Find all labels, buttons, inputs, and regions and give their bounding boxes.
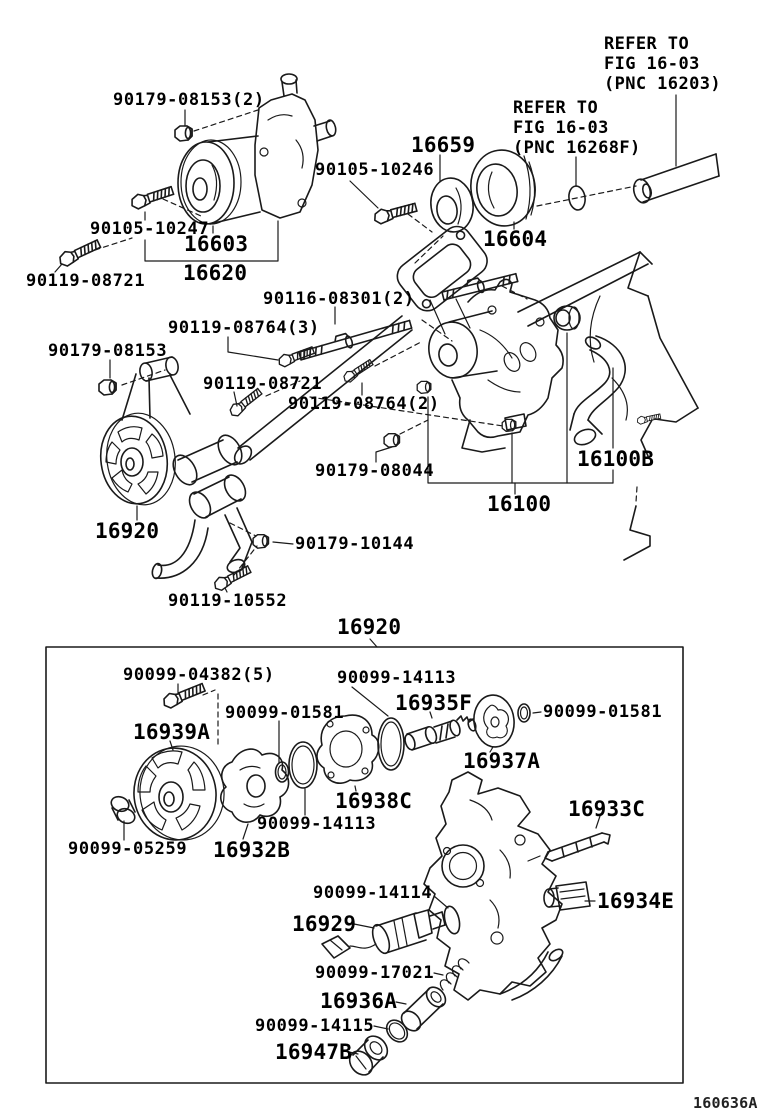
flange-neck xyxy=(429,299,446,335)
part-label-90099-14113-b: 90099-14113 xyxy=(257,814,377,834)
pump-plug xyxy=(553,305,581,331)
flange-neck-2 xyxy=(455,298,471,329)
bolt-90105-10247 xyxy=(128,183,176,212)
part-label-16936a: 16936A xyxy=(320,989,398,1013)
seal-plate-16659 xyxy=(430,177,474,233)
gasket-90099-14113-b xyxy=(288,741,318,789)
bracket-16934e xyxy=(543,881,591,911)
part-label-16937a: 16937A xyxy=(463,749,541,773)
part-label-16947b: 16947B xyxy=(275,1040,353,1064)
part-label-16100: 16100 xyxy=(487,492,552,516)
plug-16947b xyxy=(348,1035,389,1076)
part-label-90119-08764-2: 90119-08764(2) xyxy=(288,394,440,414)
refer-note-line: (PNC 16268F) xyxy=(513,138,641,158)
part-label-16603: 16603 xyxy=(184,232,249,256)
part-label-16100b: 16100B xyxy=(577,447,655,471)
part-label-90099-04382-5: 90099-04382(5) xyxy=(123,665,275,685)
part-label-90119-08721-a: 90119-08721 xyxy=(26,271,146,291)
water-pump-assembly-16920 xyxy=(99,356,253,580)
part-label-90119-08721-b: 90119-08721 xyxy=(203,374,323,394)
pump-housing-body xyxy=(423,771,564,1001)
part-label-90099-05259: 90099-05259 xyxy=(68,839,188,859)
part-label-16934e: 16934E xyxy=(597,889,675,913)
part-label-16620: 16620 xyxy=(183,261,248,285)
plate-16938c xyxy=(316,714,380,784)
refer-note-pnc-16203: REFER TO FIG 16-03 (PNC 16203) xyxy=(604,34,721,94)
part-label-16920-upper: 16920 xyxy=(95,519,160,543)
spring-90099-17021 xyxy=(439,958,470,991)
refer-note-line: (PNC 16203) xyxy=(604,74,721,94)
part-label-16604: 16604 xyxy=(483,227,548,251)
part-label-90179-08044: 90179-08044 xyxy=(315,461,435,481)
bolt-90119-08721-a xyxy=(56,236,103,269)
stud-90116-08301-b xyxy=(441,272,519,301)
leader-lines-box xyxy=(123,683,601,1055)
part-label-90119-10552: 90119-10552 xyxy=(168,591,288,611)
part-label-16939a: 16939A xyxy=(133,720,211,744)
pump-stud-nut-left xyxy=(416,380,432,395)
refer-note-line: REFER TO xyxy=(604,34,690,54)
bolt-90105-10246 xyxy=(371,199,419,226)
part-label-90116-08301-2: 90116-08301(2) xyxy=(263,289,415,309)
part-label-90119-08764-3: 90119-08764(3) xyxy=(168,318,320,338)
part-label-16933c: 16933C xyxy=(568,797,646,821)
part-label-90179-10144: 90179-10144 xyxy=(295,534,415,554)
pulley-seat-16939a xyxy=(133,745,225,841)
refer-note-line: REFER TO xyxy=(513,98,599,118)
nut-90179-10144 xyxy=(252,533,270,549)
mount-bracket-16620 xyxy=(254,73,337,219)
part-label-16659: 16659 xyxy=(411,133,476,157)
part-label-90099-14115: 90099-14115 xyxy=(255,1016,375,1036)
part-label-90105-10247: 90105-10247 xyxy=(90,219,210,239)
refer-note-pnc-16268f: REFER TO FIG 16-03 (PNC 16268F) xyxy=(513,98,641,158)
idler-pulley-16603 xyxy=(177,135,261,225)
rotor-16932b xyxy=(219,748,290,823)
pulley-16604 xyxy=(470,149,536,227)
part-label-16935f: 16935F xyxy=(395,691,473,715)
shaft-16935f xyxy=(404,715,477,751)
nut-90099-05259 xyxy=(110,795,136,825)
impeller-16937a xyxy=(473,694,515,748)
gasket-90099-14115 xyxy=(385,1019,409,1043)
part-label-16929: 16929 xyxy=(292,912,357,936)
plunger-16936a xyxy=(400,986,447,1032)
part-label-90179-08153-2: 90179-08153(2) xyxy=(113,90,265,110)
oring-90099-01581-a xyxy=(274,761,290,783)
sensor-16929 xyxy=(321,909,446,959)
refer-note-line: FIG 16-03 xyxy=(513,118,609,138)
gasket-90099-14114 xyxy=(443,905,461,935)
bracket-16933c xyxy=(527,832,611,862)
gasket-90099-14113-a xyxy=(377,717,405,771)
nut-90179-08153-b xyxy=(98,379,117,396)
engine-block xyxy=(517,251,699,561)
part-label-16938c: 16938C xyxy=(335,789,413,813)
part-label-90099-01581-b: 90099-01581 xyxy=(543,702,663,722)
part-label-90099-01581-a: 90099-01581 xyxy=(225,703,345,723)
water-pump-16100 xyxy=(428,278,564,453)
bolt-90119-10552 xyxy=(211,562,253,594)
part-label-90105-10246: 90105-10246 xyxy=(315,160,435,180)
part-label-90099-17021: 90099-17021 xyxy=(315,963,435,983)
bolt-90099-04382 xyxy=(160,679,207,711)
part-label-90179-08153: 90179-08153 xyxy=(48,341,168,361)
detail-box-title: 16920 xyxy=(337,615,402,639)
assembly-axis-dashes xyxy=(94,109,637,576)
figure-code: 160636A xyxy=(693,1094,758,1112)
refer-note-line: FIG 16-03 xyxy=(604,54,700,74)
oring-90099-01581-b xyxy=(517,703,531,723)
part-label-90099-14113-a: 90099-14113 xyxy=(337,668,457,688)
bypass-hose-16100b xyxy=(569,335,626,446)
oil-pipe-16203 xyxy=(632,153,720,204)
detail-box-border xyxy=(45,646,684,1084)
block-bolt xyxy=(635,411,662,426)
bolt-90179-08153-2 xyxy=(174,125,193,142)
detail-box-title-leader xyxy=(369,638,378,648)
nut-90179-08044 xyxy=(383,432,401,448)
leader-lines-upper xyxy=(54,94,677,593)
part-label-90099-14114: 90099-14114 xyxy=(313,883,433,903)
inlet-flange xyxy=(396,225,488,312)
part-label-16932b: 16932B xyxy=(213,838,291,862)
